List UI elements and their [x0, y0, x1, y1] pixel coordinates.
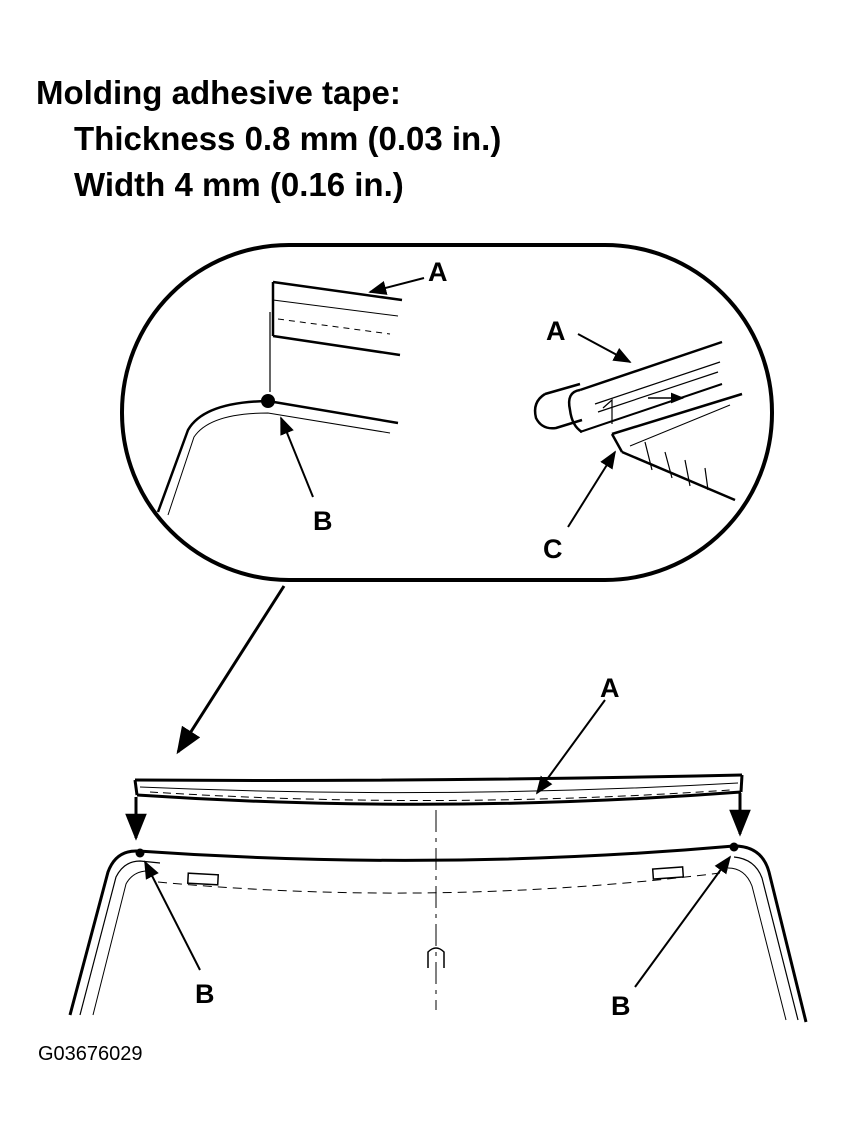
- leader-molding-a: [535, 699, 606, 795]
- callout-c-detail: C: [543, 534, 563, 564]
- heading-title: Molding adhesive tape:: [36, 74, 401, 111]
- leader-detail-c: [567, 450, 616, 528]
- callout-b-detail: B: [313, 506, 333, 536]
- callout-a-detail-left: A: [428, 257, 448, 287]
- point-b-marker: [261, 394, 275, 408]
- callout-b-right: B: [611, 991, 631, 1021]
- figure-code: G03676029: [38, 1043, 143, 1065]
- leader-windshield-b-right: [634, 855, 732, 988]
- point-b-marker-left: [135, 848, 145, 858]
- upper-molding-strip: [133, 773, 744, 806]
- detail-molding-profile: [533, 340, 743, 502]
- callout-a-detail-right: A: [546, 316, 566, 346]
- callout-b-left: B: [195, 979, 215, 1009]
- leader-detail-a-left: [368, 277, 425, 295]
- leader-windshield-b-left: [144, 860, 201, 971]
- detail-molding-corner: [156, 280, 403, 516]
- tape-width-spec: Width 4 mm (0.16 in.): [74, 166, 404, 203]
- tape-thickness-spec: Thickness 0.8 mm (0.03 in.): [74, 120, 502, 157]
- tape-spec-heading: Molding adhesive tape: Thickness 0.8 mm …: [36, 70, 501, 208]
- callout-a-molding: A: [600, 673, 620, 703]
- point-b-marker-right: [729, 842, 739, 852]
- leader-detail-a-right: [577, 333, 632, 363]
- leader-detail-b: [280, 416, 314, 498]
- detail-capsule: [120, 243, 774, 582]
- zoom-arrow: [176, 585, 286, 755]
- windshield-glass: [68, 810, 808, 1023]
